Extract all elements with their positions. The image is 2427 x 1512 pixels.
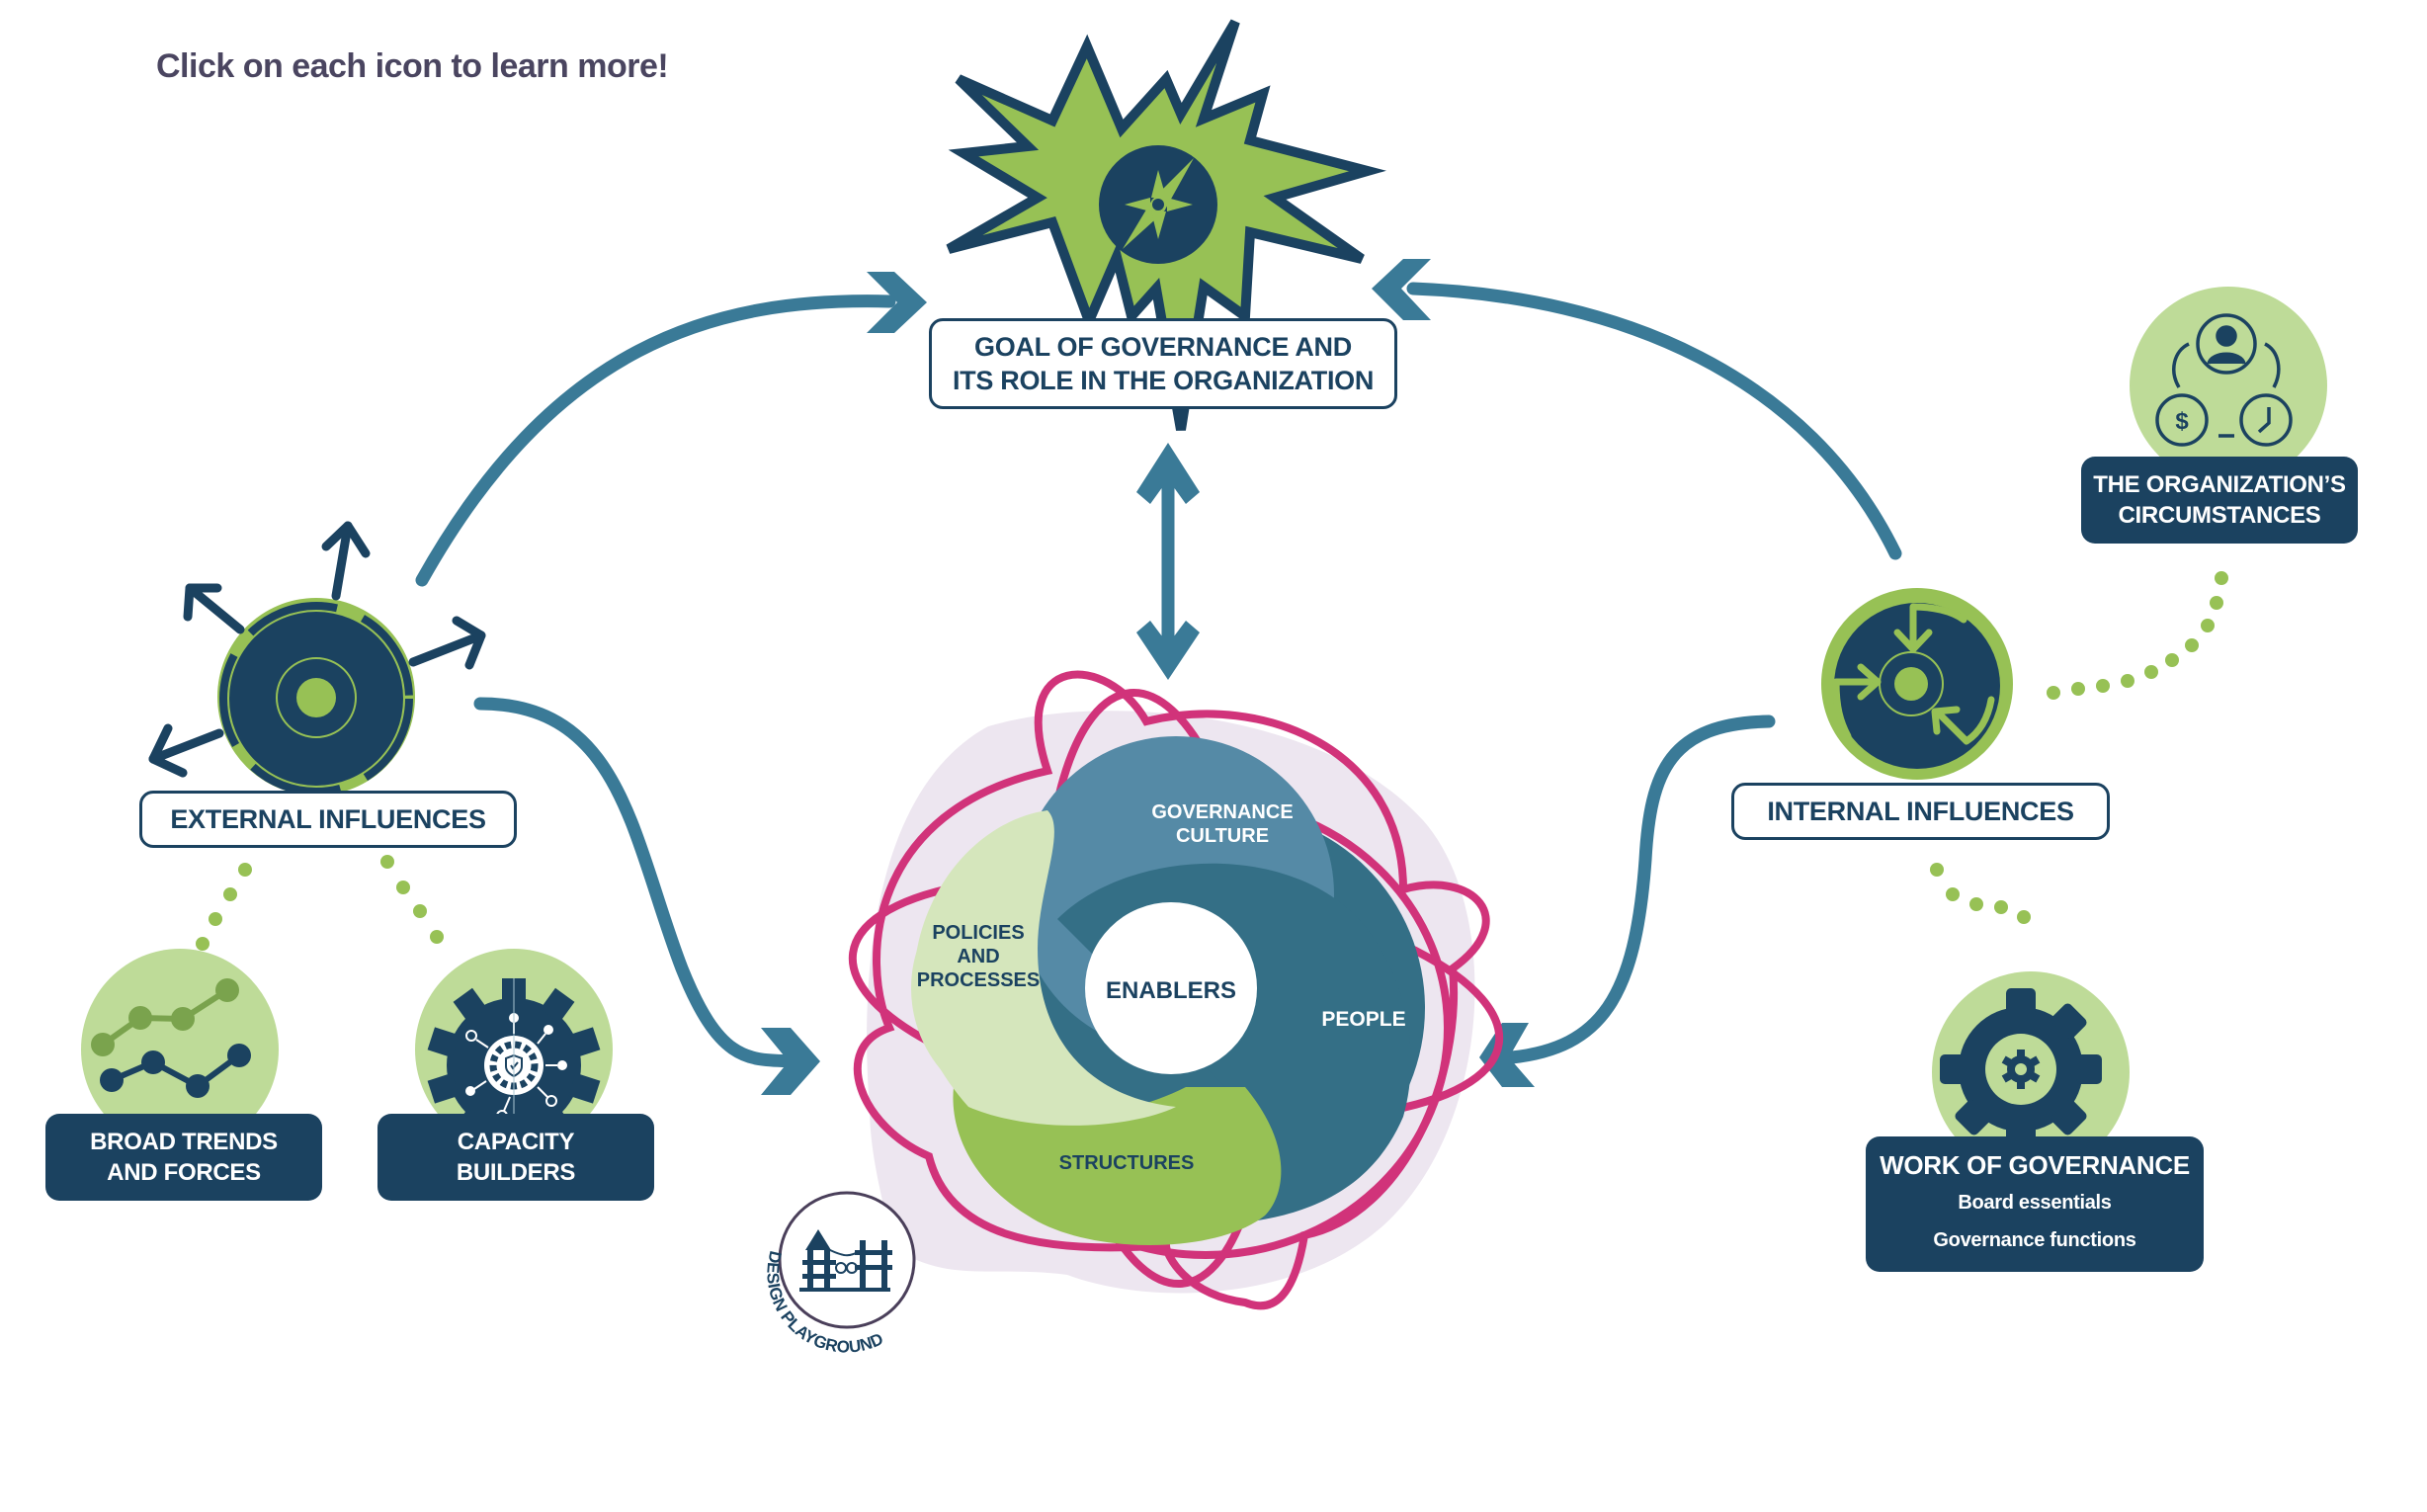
work-of-governance-icon[interactable]	[1932, 971, 2130, 1173]
dotted-connector-broad-trends	[196, 863, 252, 951]
segment-policies-overlap	[914, 810, 1176, 1126]
dotted-connector-work-of-governance	[1930, 863, 2031, 924]
board-essentials-link[interactable]: Board essentials	[1958, 1192, 2112, 1214]
organization-circumstances-icon[interactable]: $	[2130, 287, 2327, 484]
goal-label-button[interactable]: GOAL OF GOVERNANCE AND ITS ROLE IN THE O…	[929, 318, 1397, 409]
external-influences-icon[interactable]	[148, 521, 486, 796]
design-playground-button[interactable]: DESIGN PLAYGROUND	[763, 1191, 916, 1357]
policies-label-1: POLICIES	[932, 922, 1024, 944]
circumstances-line1: THE ORGANIZATION’S	[2093, 471, 2346, 498]
internal-influences-icon[interactable]	[1821, 588, 2013, 780]
internal-influences-label: INTERNAL INFLUENCES	[1767, 796, 2074, 826]
organization-circumstances-label-button[interactable]: THE ORGANIZATION’S CIRCUMSTANCES	[2081, 457, 2358, 544]
dotted-connector-circumstances	[2047, 571, 2228, 700]
instruction-text: Click on each icon to learn more!	[156, 47, 669, 85]
governance-culture-label-1: GOVERNANCE	[1151, 801, 1293, 823]
policies-label-3: PROCESSES	[917, 969, 1040, 991]
enablers-cluster: GOVERNANCE CULTURE PEOPLE STRUCTURES POL…	[848, 670, 1504, 1310]
arrow-internal-to-enablers	[1479, 714, 1776, 1087]
governance-functions-link[interactable]: Governance functions	[1933, 1229, 2136, 1251]
person-money-clock-icon: $	[2155, 313, 2293, 447]
external-influences-label: EXTERNAL INFLUENCES	[170, 803, 486, 834]
capacity-builders-icon[interactable]	[415, 949, 613, 1152]
goal-label-line2: ITS ROLE IN THE ORGANIZATION	[952, 366, 1375, 395]
trend-lines-icon	[91, 978, 251, 1098]
work-of-governance-panel: WORK OF GOVERNANCE Board essentials Gove…	[1866, 1136, 2204, 1272]
goal-label-line1: GOAL OF GOVERNANCE AND	[974, 332, 1352, 362]
external-influences-label-button[interactable]: EXTERNAL INFLUENCES	[139, 791, 517, 848]
goal-starburst-button[interactable]	[946, 19, 1386, 431]
capacity-builders-line1: CAPACITY	[457, 1129, 575, 1155]
structures-label: STRUCTURES	[1059, 1152, 1195, 1174]
work-of-governance-title[interactable]: WORK OF GOVERNANCE	[1880, 1150, 2190, 1180]
policies-label-2: AND	[957, 946, 999, 967]
arrow-internal-to-goal	[1372, 259, 1902, 560]
arrow-external-to-goal	[415, 272, 927, 587]
internal-influences-label-button[interactable]: INTERNAL INFLUENCES	[1731, 783, 2110, 840]
gear-icon	[1940, 988, 2102, 1150]
compass-icon	[1099, 145, 1217, 264]
broad-trends-line2: AND FORCES	[107, 1159, 261, 1186]
people-label: PEOPLE	[1321, 1008, 1405, 1031]
capacity-builders-label-button[interactable]: CAPACITY BUILDERS	[377, 1114, 654, 1201]
segment-structures-overlap	[953, 1087, 1282, 1245]
radiating-arrows-icon	[148, 521, 486, 778]
arrow-external-to-enablers	[473, 697, 820, 1095]
broad-trends-icon[interactable]	[81, 949, 279, 1150]
enablers-center-label: ENABLERS	[1106, 977, 1236, 1004]
playground-icon	[799, 1229, 892, 1292]
capacity-builders-line2: BUILDERS	[456, 1159, 576, 1186]
arrow-goal-enablers-bidirectional	[1136, 443, 1200, 680]
svg-text:$: $	[2175, 408, 2189, 435]
converging-arrows-icon	[1832, 603, 1995, 745]
enablers-center[interactable]	[1085, 902, 1257, 1074]
broad-trends-line1: BROAD TRENDS	[90, 1129, 278, 1155]
broad-trends-label-button[interactable]: BROAD TRENDS AND FORCES	[45, 1114, 322, 1201]
dotted-connector-capacity-builders	[380, 855, 444, 944]
circumstances-line2: CIRCUMSTANCES	[2118, 502, 2321, 529]
governance-culture-label-2: CULTURE	[1176, 825, 1269, 847]
